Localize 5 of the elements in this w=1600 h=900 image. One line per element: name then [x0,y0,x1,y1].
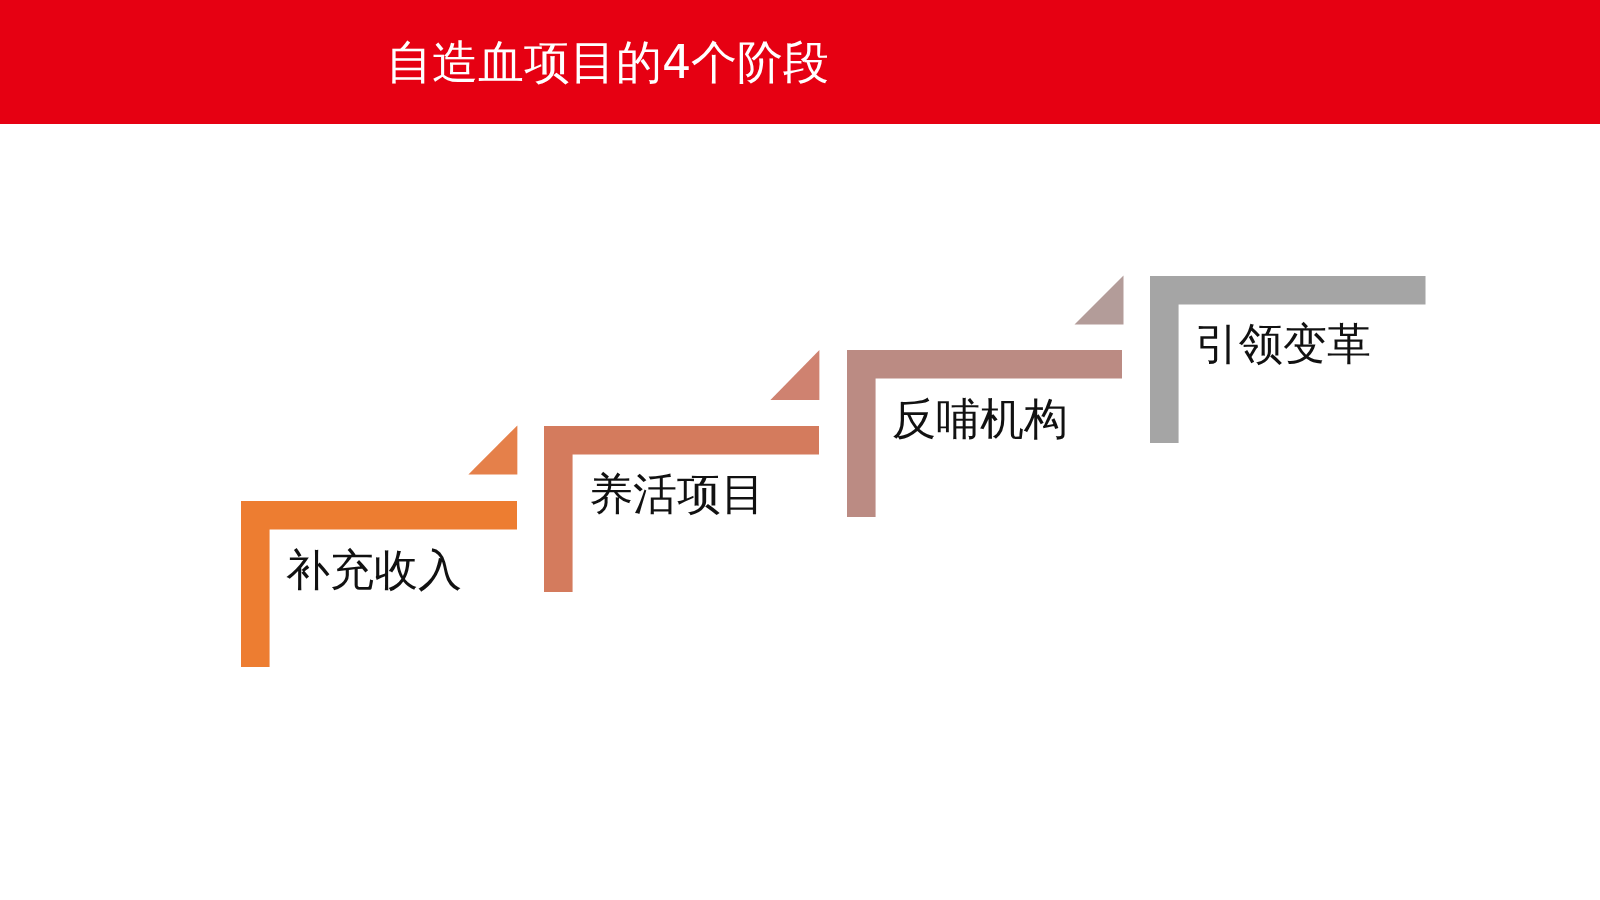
title: 自造血项目的4个阶段 [386,34,830,90]
step-label: 反哺机构 [891,392,1068,445]
step-label: 养活项目 [588,468,765,521]
step-label: 补充收入 [285,543,462,596]
step-label: 引领变革 [1194,318,1371,371]
